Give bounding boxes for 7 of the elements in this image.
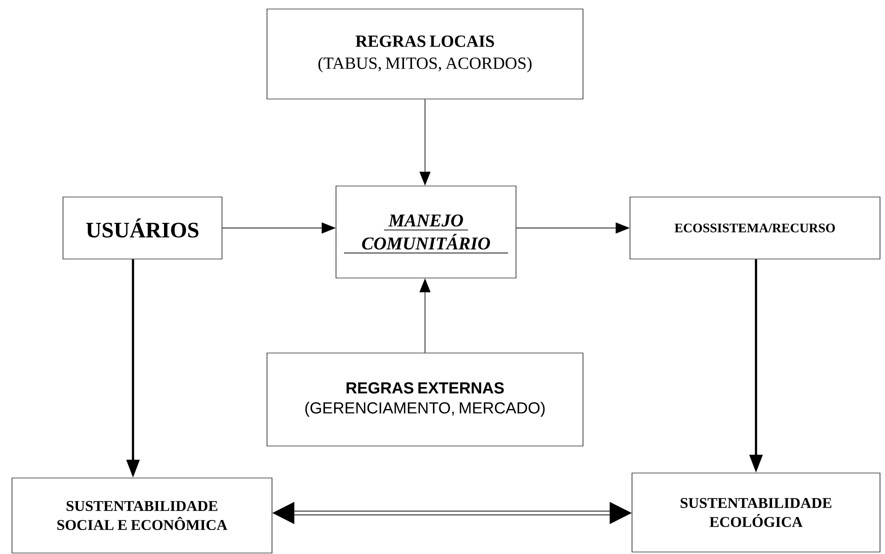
text-box: REGRAS LOCAIS (TABUS, MITOS, ACORDOS): [266, 8, 584, 100]
text-box: REGRAS EXTERNAS (GERENCIAMENTO, MERCADO): [266, 352, 584, 446]
text-box: SUSTENTABILIDADE SOCIAL E ECONÔMICA: [12, 478, 272, 554]
text-box: USUÁRIOS: [62, 196, 222, 260]
text-box: SUSTENTABILIDADE ECOLÓGICA: [632, 472, 880, 552]
text-box: MANEJO COMUNITÁRIO: [336, 186, 516, 278]
text-box: ECOSSISTEMA/RECURSO: [630, 196, 880, 260]
